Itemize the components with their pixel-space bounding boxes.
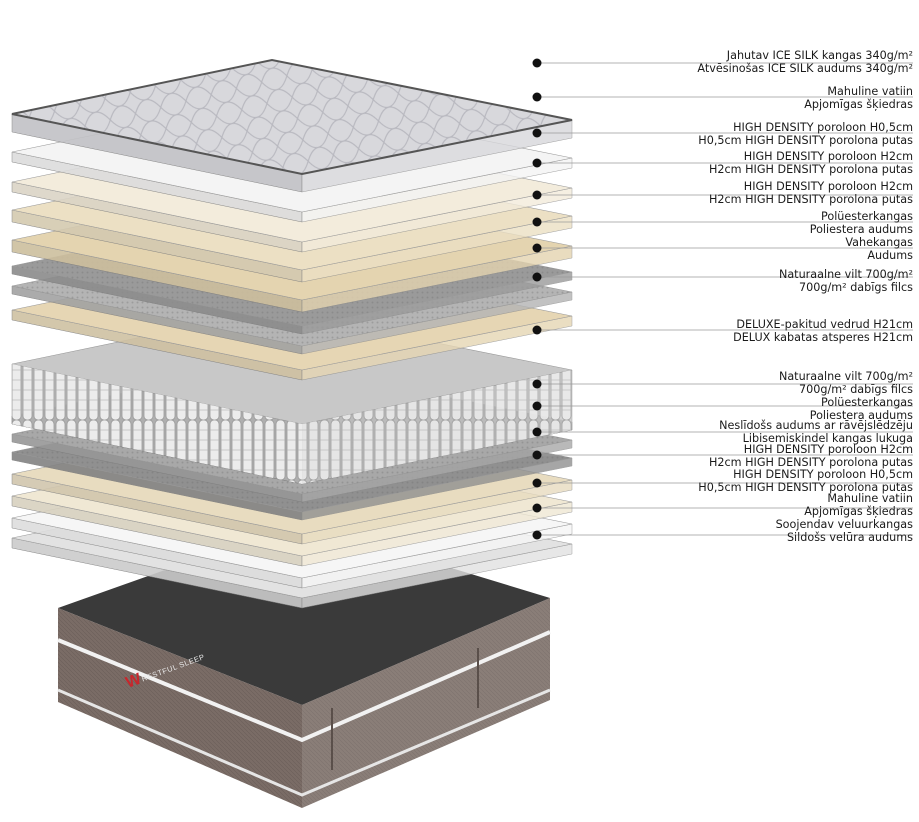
label-latvian: H0,5cm HIGH DENSITY porolona putas: [698, 481, 913, 494]
leader-dot: [532, 272, 542, 282]
label-latvian: Atvēsinošas ICE SILK audums 340g/m²: [697, 62, 913, 75]
base-side-right: [302, 598, 550, 808]
leader-dot: [532, 58, 542, 68]
label-estonian: Jahutav ICE SILK kangas 340g/m²: [726, 49, 913, 62]
layer-top-fabric: [11, 58, 573, 193]
leader-dot: [532, 92, 542, 102]
label-estonian: HIGH DENSITY poroloon H0,5cm: [733, 468, 913, 481]
leader-dot: [532, 158, 542, 168]
leader-dot: [532, 243, 542, 253]
leader-dot: [532, 427, 542, 437]
label-estonian: HIGH DENSITY poroloon H2cm: [743, 180, 913, 193]
leader-dot: [532, 401, 542, 411]
leader-dot: [532, 478, 542, 488]
logo-mark-icon: W: [124, 670, 145, 691]
label-estonian: Neslīdošs audums ar rāvējslēdzēju: [719, 419, 913, 432]
label-estonian: Naturaalne vilt 700g/m²: [778, 268, 913, 281]
label-latvian: Poliestera audums: [809, 409, 913, 422]
leader-dot: [532, 190, 542, 200]
label-estonian: Mahuline vatiin: [827, 492, 913, 505]
label-latvian: DELUX kabatas atsperes H21cm: [733, 331, 913, 344]
leader-lines: [532, 58, 913, 540]
label-latvian: H2cm HIGH DENSITY porolona putas: [708, 456, 913, 469]
leader-dot: [532, 450, 542, 460]
label-latvian: Libisemiskindel kangas lukuga: [742, 432, 913, 445]
layer-stack: [11, 58, 573, 609]
spring-coils: [302, 370, 572, 484]
label-latvian: Apjomīgas šķiedras: [804, 98, 913, 111]
label-estonian: Mahuline vatiin: [827, 85, 913, 98]
label-latvian: H2cm HIGH DENSITY porolona putas: [708, 193, 913, 206]
top-fabric-border: [11, 58, 573, 176]
label-estonian: Polüesterkangas: [821, 396, 913, 409]
label-estonian: Vahekangas: [845, 236, 913, 249]
label-latvian: Audums: [867, 249, 913, 262]
label-latvian: Poliestera audums: [809, 223, 913, 236]
label-estonian: Naturaalne vilt 700g/m²: [778, 370, 913, 383]
label-latvian: Sildošs velūra audums: [786, 531, 913, 544]
label-estonian: HIGH DENSITY poroloon H0,5cm: [733, 121, 913, 134]
base-piping: [57, 630, 551, 743]
layer-texture: [12, 60, 572, 174]
label-latvian: 700g/m² dabīgs filcs: [799, 281, 913, 294]
label-latvian: Apjomīgas šķiedras: [804, 505, 913, 518]
leader-dot: [532, 530, 542, 540]
leader-dot: [532, 379, 542, 389]
label-latvian: H2cm HIGH DENSITY porolona putas: [708, 163, 913, 176]
leader-dot: [532, 503, 542, 513]
label-estonian: HIGH DENSITY poroloon H2cm: [743, 443, 913, 456]
base-piping-lower: [57, 688, 551, 797]
spring-coils: [12, 364, 302, 484]
base-side-left: [58, 608, 302, 808]
label-estonian: HIGH DENSITY poroloon H2cm: [743, 150, 913, 163]
label-latvian: H0,5cm HIGH DENSITY porolona putas: [698, 134, 913, 147]
label-latvian: 700g/m² dabīgs filcs: [799, 383, 913, 396]
leader-dot: [532, 128, 542, 138]
label-estonian: Soojendav veluurkangas: [775, 518, 913, 531]
leader-dot: [532, 325, 542, 335]
label-estonian: Polüesterkangas: [821, 210, 913, 223]
leader-dot: [532, 217, 542, 227]
label-estonian: DELUXE-pakitud vedrud H21cm: [736, 318, 913, 331]
